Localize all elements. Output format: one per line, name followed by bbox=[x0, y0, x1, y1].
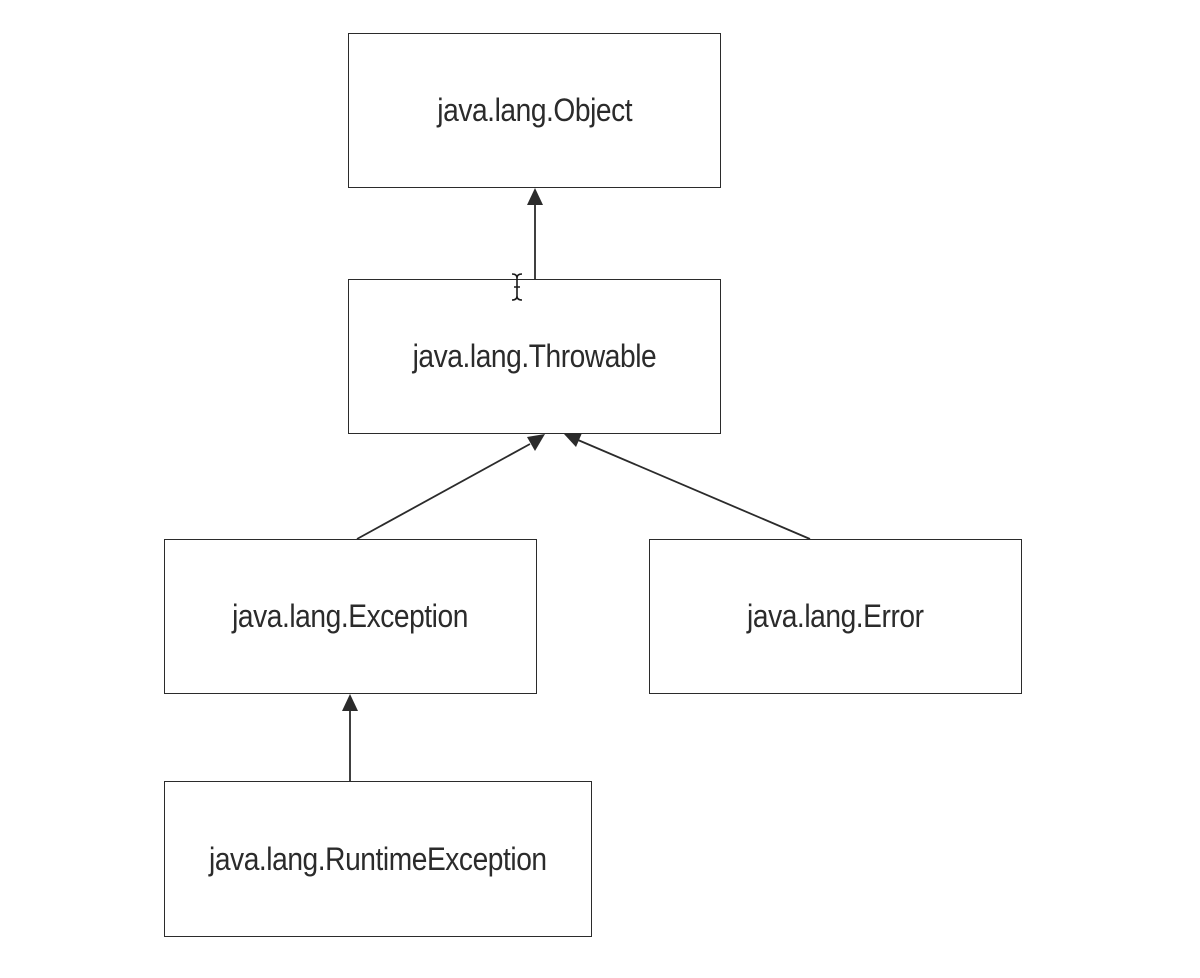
node-java-lang-error: java.lang.Error bbox=[649, 539, 1022, 694]
node-label: java.lang.Exception bbox=[232, 598, 469, 634]
node-java-lang-exception: java.lang.Exception bbox=[164, 539, 537, 694]
node-label: java.lang.RuntimeException bbox=[209, 840, 547, 877]
arrowhead-exception bbox=[342, 694, 358, 711]
node-label: java.lang.Object bbox=[437, 92, 632, 128]
text-cursor-icon bbox=[511, 273, 523, 301]
arrowhead-throwable-right bbox=[564, 433, 582, 447]
edge-exception-to-throwable bbox=[356, 443, 531, 540]
node-label: java.lang.Throwable bbox=[412, 338, 657, 374]
edge-error-to-throwable bbox=[577, 439, 811, 540]
arrowhead-object bbox=[527, 188, 543, 205]
node-label: java.lang.Error bbox=[747, 598, 924, 634]
node-java-lang-runtimeexception: java.lang.RuntimeException bbox=[164, 781, 592, 937]
node-java-lang-object: java.lang.Object bbox=[348, 33, 721, 188]
arrowhead-throwable-left bbox=[527, 434, 545, 451]
node-java-lang-throwable: java.lang.Throwable bbox=[348, 279, 721, 434]
